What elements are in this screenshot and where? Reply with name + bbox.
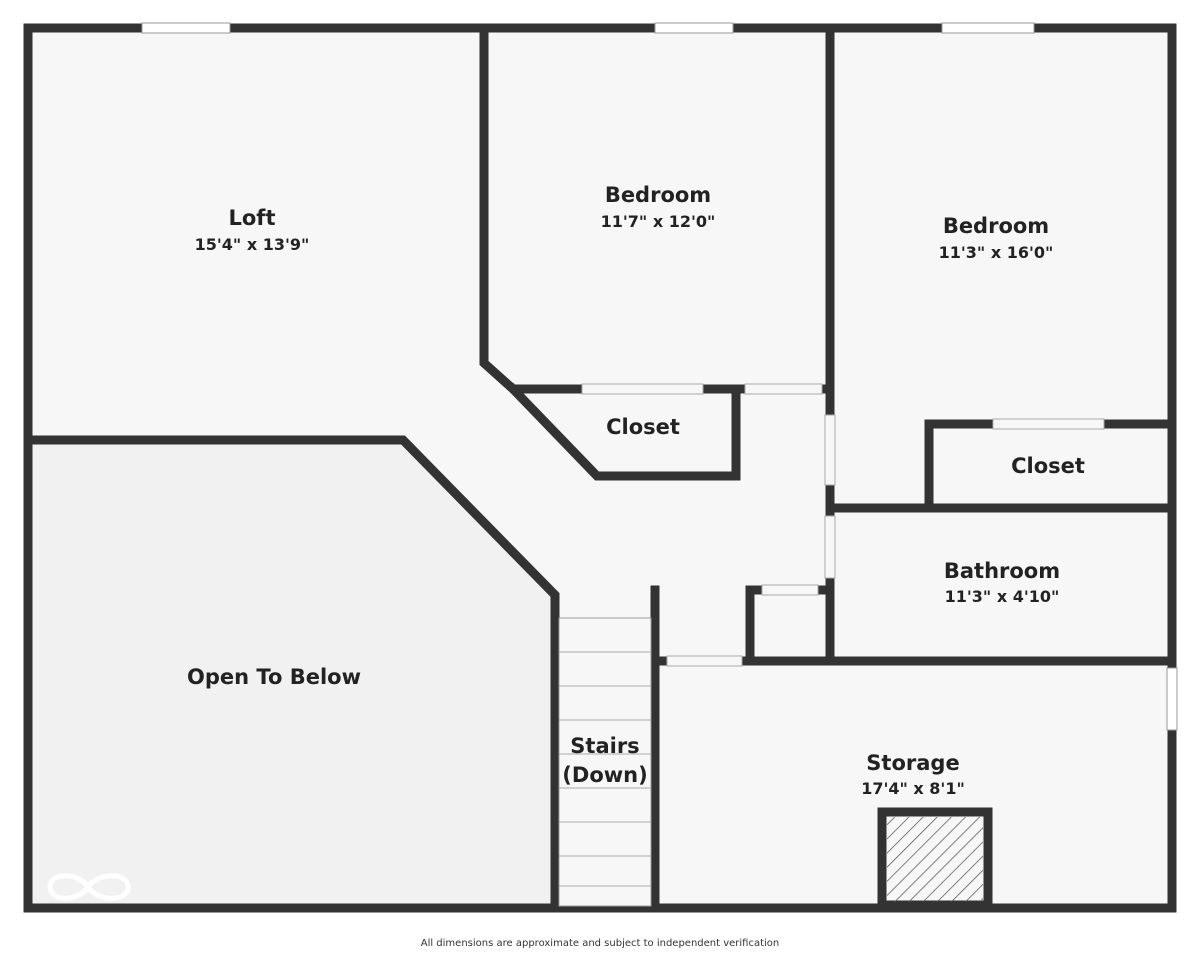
door-opening-closet-2	[992, 418, 1105, 430]
door-opening-bathroom	[824, 515, 836, 579]
stairs-label: Stairs	[570, 734, 639, 758]
room-labels: Loft 15'4" x 13'9" Bedroom 11'7" x 12'0"…	[187, 183, 1085, 798]
door-opening-bedroom-2	[824, 414, 836, 486]
window-storage	[1166, 667, 1178, 731]
closet-2-label: Closet	[1011, 454, 1085, 478]
door-opening-storage	[666, 655, 743, 667]
door-opening-bedroom-1	[744, 383, 823, 395]
chimney-hatch	[887, 817, 983, 902]
door-opening-linen	[761, 584, 819, 596]
bathroom-label: Bathroom	[944, 559, 1060, 583]
staircase	[558, 617, 652, 907]
open-to-below-label: Open To Below	[187, 665, 361, 689]
stairs-direction: (Down)	[562, 763, 647, 787]
loft-label: Loft	[229, 206, 276, 230]
window-bedroom-2	[941, 22, 1035, 34]
window-bedroom-1	[654, 22, 734, 34]
storage-dims: 17'4" x 8'1"	[861, 779, 965, 798]
bedroom-1-label: Bedroom	[605, 183, 711, 207]
door-opening-closet-1	[581, 383, 704, 395]
storage-label: Storage	[866, 751, 959, 775]
disclaimer-text: All dimensions are approximate and subje…	[420, 938, 780, 949]
door-openings	[581, 383, 1105, 667]
infinity-logo-icon	[47, 873, 131, 901]
open-to-below-area	[30, 440, 555, 906]
bedroom-1-dims: 11'7" x 12'0"	[601, 212, 716, 231]
windows	[141, 22, 1178, 731]
window-loft	[141, 22, 231, 34]
bedroom-2-label: Bedroom	[943, 214, 1049, 238]
bedroom-2-dims: 11'3" x 16'0"	[939, 243, 1054, 262]
closet-1-label: Closet	[606, 415, 680, 439]
loft-dims: 15'4" x 13'9"	[195, 235, 310, 254]
bathroom-dims: 11'3" x 4'10"	[945, 587, 1060, 606]
